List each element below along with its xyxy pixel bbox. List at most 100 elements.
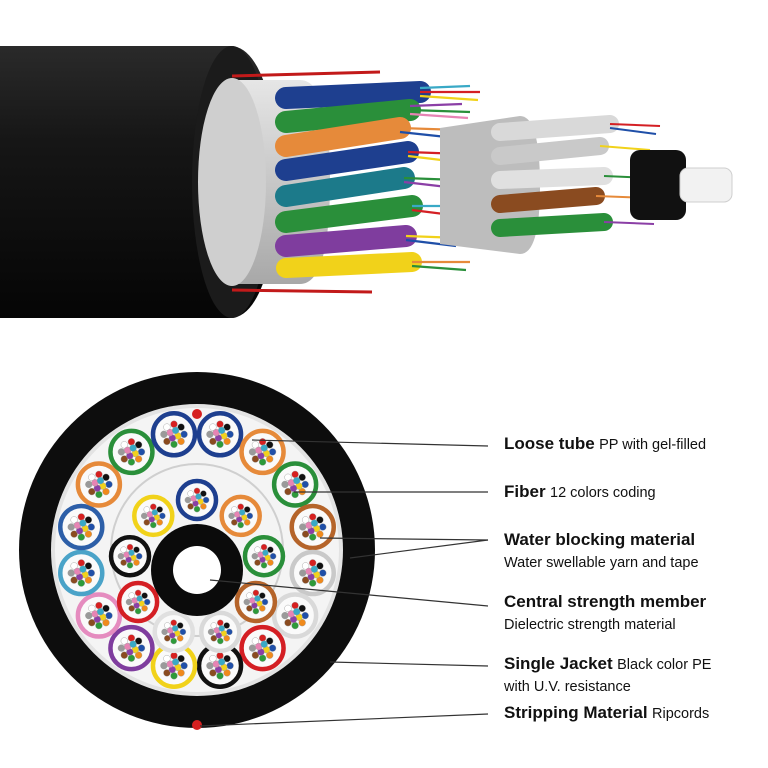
fiber xyxy=(223,437,231,446)
fiber xyxy=(248,644,257,652)
fiber xyxy=(77,579,85,587)
fiber xyxy=(223,669,231,677)
fiber xyxy=(310,519,319,527)
fiber xyxy=(195,493,202,500)
fiber xyxy=(120,651,128,659)
fiber xyxy=(133,559,140,566)
fiber xyxy=(129,640,137,648)
fiber xyxy=(170,652,178,660)
fiber xyxy=(269,644,277,652)
fiber xyxy=(237,521,244,529)
fiber xyxy=(79,565,87,573)
fiber xyxy=(266,651,274,659)
central-member-sheath xyxy=(630,150,686,220)
fiber xyxy=(228,512,235,520)
loose-tube xyxy=(108,624,155,672)
fiber xyxy=(267,559,274,566)
loose-tube xyxy=(196,411,244,458)
label-desc-2: with U.V. resistance xyxy=(504,679,631,695)
fiber xyxy=(70,530,78,538)
fiber xyxy=(284,487,292,496)
fiber xyxy=(252,607,260,615)
fiber xyxy=(128,605,135,612)
fiber xyxy=(293,608,301,616)
fiber xyxy=(128,549,135,556)
fiber xyxy=(298,619,306,627)
fiber xyxy=(206,430,214,438)
outer-tube-bundle xyxy=(275,81,431,278)
fiber xyxy=(177,437,185,446)
fiber xyxy=(102,604,110,613)
fiber xyxy=(156,519,163,526)
fiber xyxy=(85,612,93,620)
label-central-member: Central strength member Dielectric stren… xyxy=(504,591,706,636)
label-jacket: Single Jacket Black color PE with U.V. r… xyxy=(504,653,711,698)
fiber xyxy=(163,655,171,663)
loose-tube xyxy=(271,592,319,639)
loose-tube xyxy=(239,428,286,476)
label-title: Central strength member xyxy=(504,592,707,611)
fiber xyxy=(95,601,103,610)
fiber xyxy=(281,612,289,620)
fiber xyxy=(134,607,142,615)
fiber xyxy=(231,506,238,513)
fiber xyxy=(223,635,230,642)
fiber xyxy=(302,562,310,570)
loose-tube xyxy=(150,411,198,458)
fiber xyxy=(70,562,78,570)
fiber xyxy=(95,622,103,630)
fiber xyxy=(160,430,168,438)
fiber xyxy=(254,559,261,566)
fiber xyxy=(137,448,146,456)
fiber xyxy=(238,509,246,516)
fiber xyxy=(301,480,309,489)
fiber xyxy=(105,480,113,489)
fiber xyxy=(163,437,171,446)
fiber xyxy=(117,644,126,652)
fiber xyxy=(243,506,251,513)
fiber xyxy=(102,619,110,627)
fiber xyxy=(133,546,140,553)
loose-tube xyxy=(289,549,336,597)
fiber xyxy=(223,622,230,629)
fiber xyxy=(180,662,188,670)
fiber xyxy=(85,480,93,489)
fiber xyxy=(179,628,187,636)
fiber xyxy=(88,604,96,613)
fiber xyxy=(209,423,217,431)
loose-tube xyxy=(75,461,123,508)
fiber xyxy=(202,496,210,504)
loose-tube xyxy=(242,534,286,578)
fiber xyxy=(252,589,260,597)
fiber xyxy=(209,655,217,663)
loose-tube xyxy=(199,610,242,654)
fiber xyxy=(87,523,95,531)
fiber xyxy=(95,470,103,479)
fiber xyxy=(316,516,324,524)
fiber xyxy=(291,601,299,610)
fiber xyxy=(150,503,157,511)
fiber xyxy=(67,523,75,531)
fiber xyxy=(176,622,184,629)
fiber xyxy=(254,595,261,602)
fiber xyxy=(184,496,192,504)
fiber xyxy=(171,625,179,632)
fiber xyxy=(163,669,171,677)
fiber xyxy=(284,604,292,613)
fiber xyxy=(262,549,269,556)
fiber xyxy=(218,426,226,435)
ripcord-bottom xyxy=(192,720,202,730)
fiber xyxy=(135,637,143,645)
fiber xyxy=(128,592,135,599)
fiber xyxy=(251,651,260,659)
fiber xyxy=(226,430,234,438)
fiber xyxy=(200,503,207,510)
fiber xyxy=(243,598,251,606)
fiber xyxy=(269,552,277,560)
fiber xyxy=(129,444,137,452)
fiber xyxy=(88,619,96,627)
inner-loose-tubes xyxy=(108,478,286,654)
fiber xyxy=(217,619,224,627)
fiber xyxy=(316,562,324,570)
leader-lines xyxy=(199,439,489,727)
